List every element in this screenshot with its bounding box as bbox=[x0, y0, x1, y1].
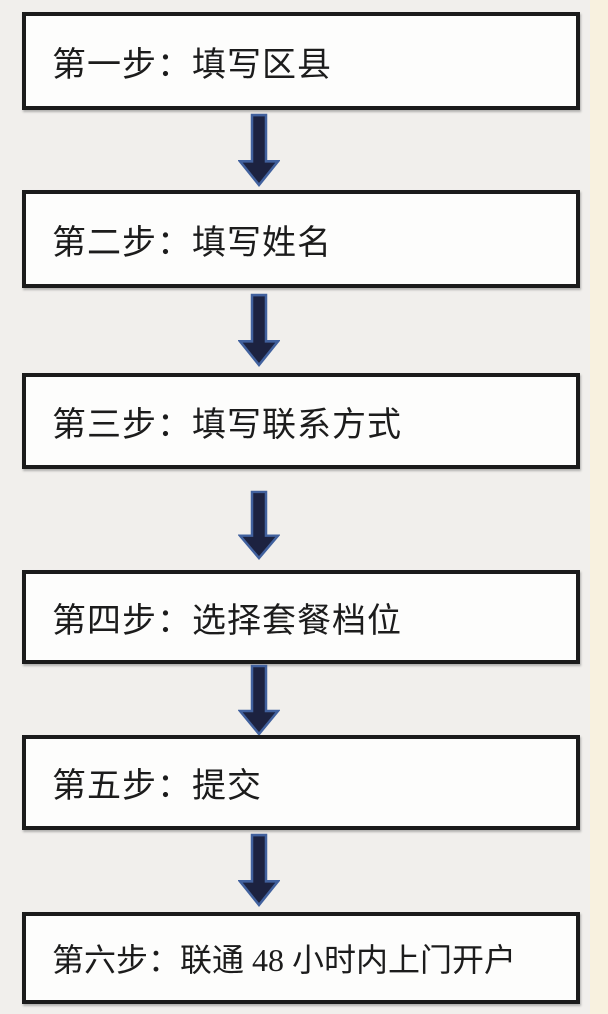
step-1-label: 第一步：填写区县 bbox=[52, 46, 332, 84]
step-box-4: 第四步：选择套餐档位 bbox=[22, 570, 580, 664]
down-arrow-icon bbox=[238, 490, 280, 560]
down-arrow-icon bbox=[238, 113, 280, 187]
step-2-label: 第二步：填写姓名 bbox=[52, 224, 332, 262]
down-arrow-icon bbox=[238, 664, 280, 736]
step-3-label: 第三步：填写联系方式 bbox=[52, 406, 402, 444]
step-5-label: 第五步：提交 bbox=[52, 768, 262, 805]
step-box-5: 第五步：提交 bbox=[22, 735, 580, 830]
down-arrow-icon bbox=[238, 833, 280, 907]
step-box-2: 第二步：填写姓名 bbox=[22, 190, 580, 288]
down-arrow-icon bbox=[238, 293, 280, 367]
step-4-label: 第四步：选择套餐档位 bbox=[52, 602, 402, 640]
page-edge-strip bbox=[590, 0, 608, 1014]
step-box-3: 第三步：填写联系方式 bbox=[22, 373, 580, 469]
step-box-1: 第一步：填写区县 bbox=[22, 12, 580, 110]
step-6-label: 第六步：联通 48 小时内上门开户 bbox=[52, 942, 517, 978]
step-box-6: 第六步：联通 48 小时内上门开户 bbox=[22, 912, 580, 1004]
